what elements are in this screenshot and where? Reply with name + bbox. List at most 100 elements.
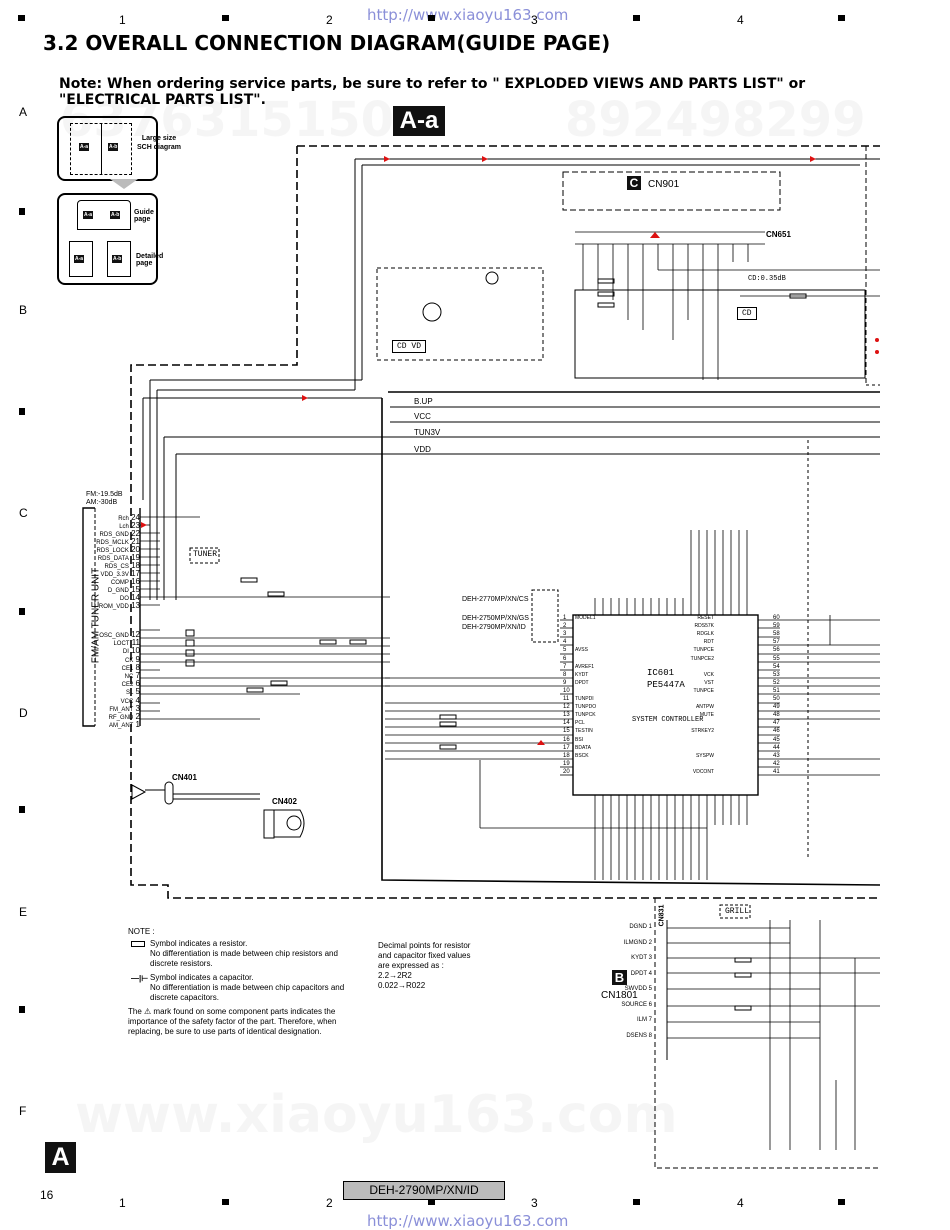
ic601-pin: 43: [773, 752, 780, 759]
tuner-pin-name: SL: [125, 690, 134, 697]
grid-col-2-top: 2: [326, 13, 333, 27]
cn402-label: CN402: [272, 797, 297, 806]
tuner-pin-number: 13: [128, 601, 140, 610]
detail-thumb-right: A-b: [107, 241, 131, 277]
tuner-pin-number: 6: [133, 679, 140, 689]
cn831-pin: DSENS 8: [626, 1032, 652, 1039]
ic601-pin: 57: [773, 639, 780, 646]
parts-note: Note: When ordering service parts, be su…: [59, 76, 806, 108]
grid-mark: [222, 1199, 229, 1205]
tuner-pin-number: 2: [133, 712, 140, 721]
grid-mark: [19, 208, 25, 215]
tuner-pin: SL 5: [126, 687, 140, 696]
tuner-pin: RDS_MCLK 21: [96, 537, 140, 546]
tuner-pin-number: 22: [128, 529, 140, 538]
rail-tun3v: TUN3V: [414, 428, 441, 437]
grid-col-3-bottom: 3: [531, 1196, 538, 1210]
tuner-pin-name: Rch: [118, 516, 129, 522]
ic601-label: IC601: [647, 668, 675, 678]
deh-label-id: DEH-2790MP/XN/ID: [462, 624, 526, 631]
tuner-pin: D_GND 15: [108, 585, 140, 594]
tuner-pin-number: 17: [128, 569, 140, 578]
tuner-pin-name: D_GND: [107, 588, 129, 594]
grid-mark: [428, 15, 435, 21]
tuner-box-label: TUNER: [193, 550, 218, 559]
guide-panel-pages: A-a A-b Guide page A-a A-b Detailed page: [57, 193, 163, 285]
tuner-pin-name: DI: [122, 649, 129, 656]
ic601-pin-name: VDCONT: [692, 768, 714, 775]
header-url[interactable]: http://www.xiaoyu163.com: [367, 6, 569, 24]
tuner-pin: RDS_LOCK 20: [97, 545, 140, 554]
ic601-pin-name: RDS57K: [694, 623, 714, 630]
ic601-pin-name: AVSS: [575, 647, 588, 654]
tuner-pin-number: 9: [133, 654, 140, 664]
page-letter-badge: A: [45, 1142, 76, 1173]
rail-bup: B.UP: [414, 397, 433, 406]
section-tag-a-a: A-a: [393, 106, 445, 136]
tuner-pin-name: AM_ANT: [108, 723, 134, 730]
tuner-pin: FM_ANT 3: [109, 704, 140, 713]
tuner-pin-number: 5: [133, 687, 140, 697]
cn831-pin: KYDT 3: [631, 955, 652, 961]
tuner-pin-number: 11: [129, 638, 140, 648]
fm-level: FM:-19.5dB: [86, 491, 123, 498]
b-letter: B: [612, 970, 627, 985]
tuner-pin-number: 14: [128, 593, 140, 602]
tuner-pin-number: 15: [128, 585, 140, 594]
tuner-pin-name: RF_GND: [108, 715, 134, 721]
tuner-pin: RDS_DATA 19: [98, 553, 140, 562]
tuner-pin-name: Lch: [119, 524, 129, 530]
ic601-pin-name: STRKEY2: [691, 728, 714, 735]
model-badge: DEH-2790MP/XN/ID: [343, 1181, 505, 1200]
ic601-part: PE5447A: [647, 680, 685, 690]
tuner-pin-name: RDS_MCLK: [96, 540, 129, 546]
grid-mark: [428, 1199, 435, 1205]
ic601-pin: 20: [563, 768, 570, 775]
tuner-pin-name: FM_ANT: [109, 706, 134, 713]
grid-mark: [633, 1199, 640, 1205]
tuner-pin-name: OSC_GND: [99, 633, 129, 639]
thumb-tag: A-b: [108, 143, 119, 151]
ic601-pin: 50: [773, 696, 780, 702]
grid-mark: [838, 1199, 845, 1205]
grill-box-label: GRILL: [725, 907, 750, 916]
grid-mark: [19, 1006, 25, 1013]
am-level: AM:-30dB: [86, 499, 118, 506]
tuner-pin-number: 16: [128, 577, 140, 586]
tuner-pin-name: CE1: [121, 665, 134, 672]
thumb-tag: A-b: [110, 211, 121, 219]
footer-url[interactable]: http://www.xiaoyu163.com: [367, 1212, 569, 1230]
ic601-pin: 16: [563, 736, 570, 743]
tuner-pin: DO 14: [120, 593, 140, 602]
tuner-pin: RF_GND 2: [109, 712, 140, 721]
tuner-pin-name: RDS_LOCK: [96, 548, 129, 554]
thumb-tag: A-a: [79, 143, 90, 151]
ic601-pin: 15: [563, 728, 570, 735]
note-resistor-row: Symbol indicates a resistor. No differen…: [128, 939, 368, 969]
grid-mark: [19, 806, 25, 813]
ic601-pin: 41: [773, 768, 780, 775]
ic601-pin-name: TUNPDO: [575, 704, 597, 711]
grid-row-d: D: [19, 706, 28, 720]
grid-mark: [18, 15, 25, 21]
tuner-pin: RDS_GND 22: [100, 529, 140, 538]
grid-row-a: A: [19, 105, 28, 119]
tuner-pin: DI 10: [123, 646, 140, 655]
cn831-pin: ILMGND 2: [623, 939, 652, 946]
tuner-pin: VDD_3.3V 17: [101, 569, 140, 578]
tuner-pin-name: RDS_DATA: [97, 556, 129, 562]
ic601-pin-name: BDATA: [575, 744, 591, 751]
ic601-pin: 8: [563, 671, 567, 678]
ic601-pin-name: TUNPCK: [575, 712, 596, 719]
grid-row-e: E: [19, 905, 28, 919]
cn901-label: CN901: [648, 179, 680, 190]
ic601-pin-name: MUTE: [699, 712, 714, 719]
tuner-pin-number: 10: [128, 646, 140, 656]
tuner-pin-number: 4: [133, 695, 140, 705]
ic601-pin-name: VST: [704, 679, 714, 686]
ic601-pin: 1: [563, 615, 567, 621]
ic601-pin-name: TUNPCE: [693, 687, 714, 694]
ic601-pin: 44: [773, 744, 780, 751]
ic601-pin-name: MODEL1: [575, 615, 596, 621]
ic601-pin: 17: [563, 744, 570, 751]
